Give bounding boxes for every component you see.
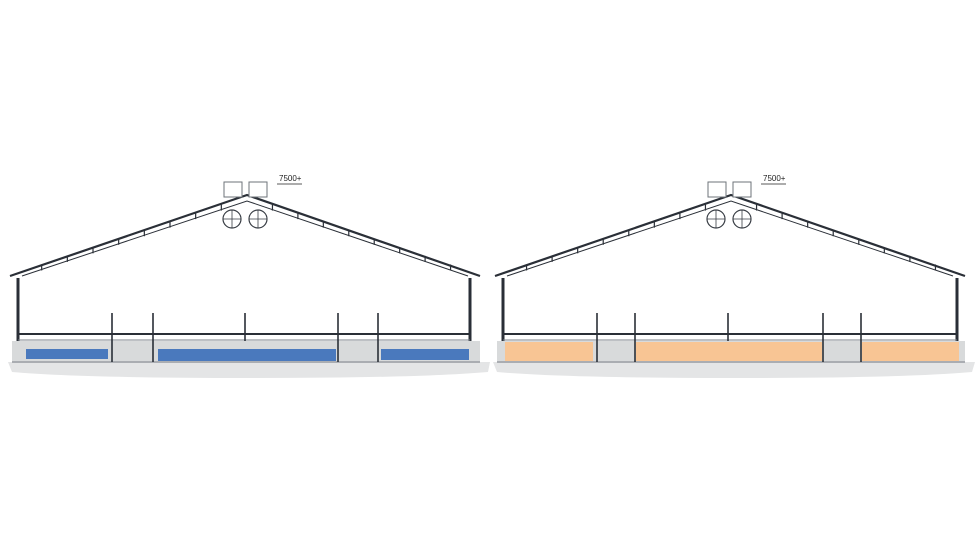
pit-fill-right-3 [862, 342, 959, 361]
fan-housing-icon [223, 181, 243, 198]
barn-section-right: 7500+ [493, 174, 975, 378]
fan-housing-icon [732, 181, 752, 198]
pit-fill-left-3 [381, 349, 469, 360]
pit-fill-left-1 [26, 349, 108, 359]
fan-housing-icon [248, 181, 268, 198]
barn-section-left: 7500+ [8, 174, 490, 378]
dimension-label-left: 7500+ [279, 174, 302, 183]
pit-fill-right-1 [505, 342, 593, 361]
roof-inner-right [506, 200, 954, 277]
dimension-label-right: 7500+ [763, 174, 786, 183]
vent-fan-unit-right [706, 181, 752, 229]
fan-housing-icon [707, 181, 727, 198]
roof-truss-left [41, 204, 452, 271]
fan-blades-icon [707, 210, 751, 228]
roof-inner-left [21, 200, 469, 277]
fan-blades-icon [223, 210, 267, 228]
ground-shadow-left [8, 362, 490, 378]
vent-fan-unit-left [222, 181, 268, 229]
roof-outer-right [494, 193, 966, 278]
ground-shadow-right [493, 362, 975, 378]
roof-outer-left [9, 193, 481, 278]
roof-truss-right [525, 204, 937, 271]
pit-fill-left-2 [158, 349, 336, 361]
pit-fill-right-2 [636, 342, 822, 361]
